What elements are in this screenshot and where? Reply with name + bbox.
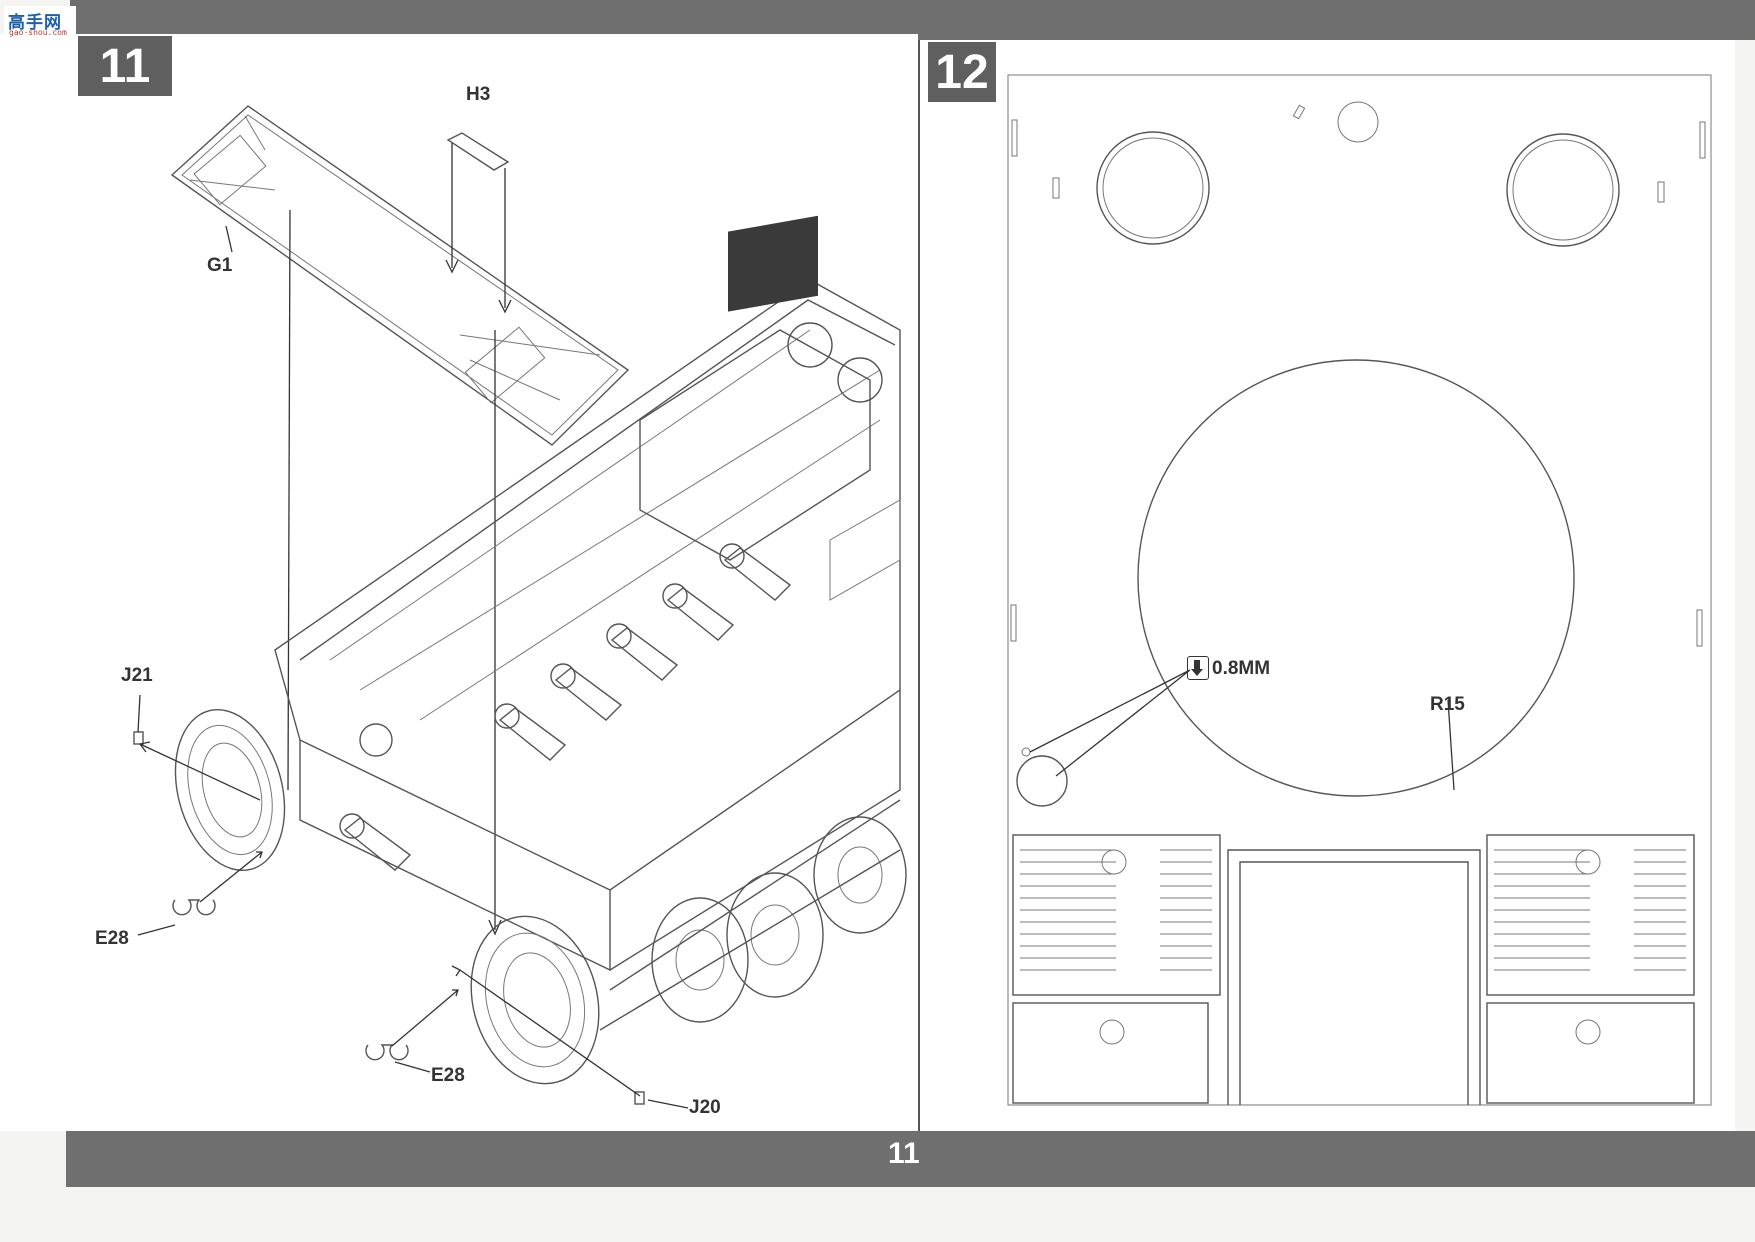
right-sprocket <box>470 915 600 1085</box>
step-11-badge: 11 <box>78 36 172 96</box>
logo-url: gao-shou.com <box>9 28 67 37</box>
step-number: 12 <box>935 45 989 99</box>
part-j20 <box>634 1091 645 1105</box>
label-h3: H3 <box>466 84 491 105</box>
label-e28-right: E28 <box>431 1065 465 1086</box>
label-g1: G1 <box>207 255 233 276</box>
step-number: 11 <box>99 39 151 93</box>
site-logo: 高手网 gao-shou.com <box>4 6 76 40</box>
drill-hole <box>1016 755 1068 807</box>
step-12-badge: 12 <box>928 42 996 102</box>
step-11-diagram <box>133 105 907 1109</box>
template-border <box>1007 74 1712 1106</box>
part-h3 <box>446 132 510 171</box>
label-j21: J21 <box>121 665 153 686</box>
grille-right <box>1486 834 1695 1104</box>
road-wheels <box>599 799 907 1031</box>
engine-deck-plate <box>170 105 630 446</box>
left-page <box>0 34 918 1131</box>
top-band <box>70 0 1755 40</box>
drill-label: 0.8MM <box>1187 656 1270 680</box>
page-fold <box>918 40 920 1131</box>
hatch-right <box>1506 133 1620 247</box>
grille-left <box>1012 834 1221 1104</box>
center-cutout <box>1227 849 1481 1105</box>
hull <box>274 215 901 972</box>
label-j20: J20 <box>689 1097 721 1118</box>
torsion-arms <box>339 543 792 871</box>
part-e28-right <box>365 1044 409 1061</box>
step-12-template <box>1007 74 1712 1106</box>
turret-ring-r15 <box>1137 359 1575 797</box>
bottom-band <box>66 1131 1755 1187</box>
left-sprocket <box>174 708 286 872</box>
drill-size: 0.8MM <box>1212 657 1271 679</box>
part-e28-left <box>172 899 216 916</box>
page-number: 11 <box>888 1137 920 1170</box>
label-e28-left: E28 <box>95 928 129 949</box>
hatch-left <box>1096 131 1210 245</box>
drill-icon <box>1187 656 1209 680</box>
logo-text: 高手网 <box>8 13 62 33</box>
label-r15: R15 <box>1430 694 1465 715</box>
right-page <box>920 40 1735 1131</box>
